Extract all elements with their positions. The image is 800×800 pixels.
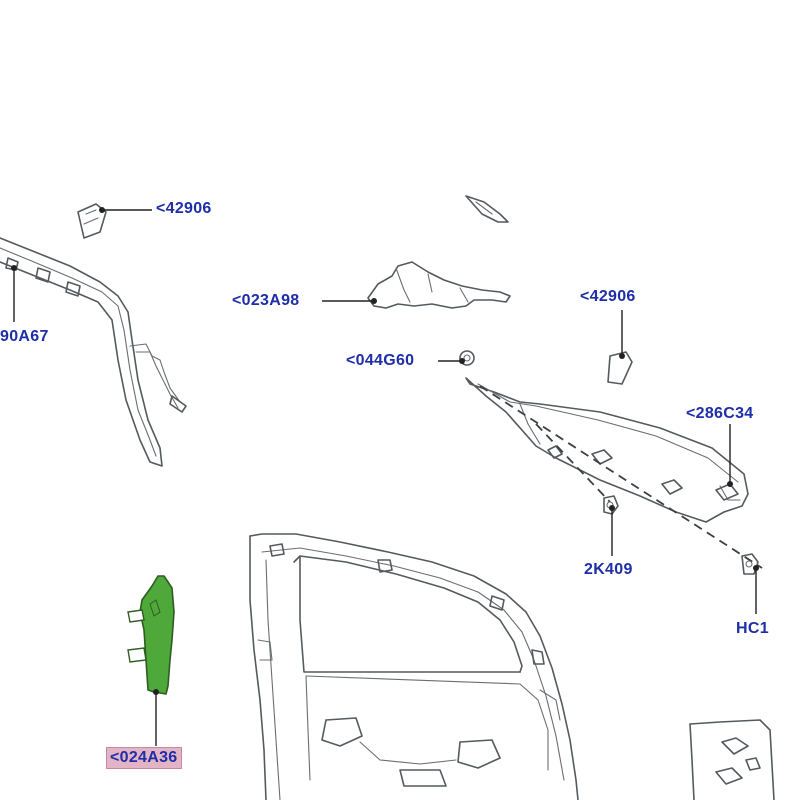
tailgate-body — [249, 533, 579, 800]
trim-piece-top — [465, 195, 509, 223]
lower-right-trim — [689, 719, 775, 800]
callout-023A98[interactable]: <023A98 — [232, 292, 300, 309]
highlighted-part-024A36 — [127, 575, 175, 695]
grommet-044G60 — [459, 350, 475, 366]
left-pillar-trim — [0, 237, 187, 467]
callout-90A67[interactable]: 90A67 — [0, 328, 49, 345]
callout-024A36-highlighted[interactable]: <024A36 — [106, 747, 182, 769]
assembly-line-2 — [535, 423, 611, 503]
fastener-2K409 — [603, 495, 619, 515]
callout-HC1[interactable]: HC1 — [736, 620, 769, 637]
trim-strip-023A98 — [367, 261, 511, 309]
leader-lines — [11, 207, 759, 746]
callout-2K409[interactable]: 2K409 — [584, 561, 633, 578]
callout-286C34[interactable]: <286C34 — [686, 405, 754, 422]
clip-42906-right — [607, 351, 633, 385]
callout-044G60[interactable]: <044G60 — [346, 352, 415, 369]
tailgate-upper-trim-286C34 — [465, 377, 749, 523]
assembly-line-1 — [479, 385, 763, 569]
callout-42906-right[interactable]: <42906 — [580, 288, 636, 305]
callout-42906-top[interactable]: <42906 — [156, 200, 212, 217]
clip-42906-top — [77, 203, 107, 239]
